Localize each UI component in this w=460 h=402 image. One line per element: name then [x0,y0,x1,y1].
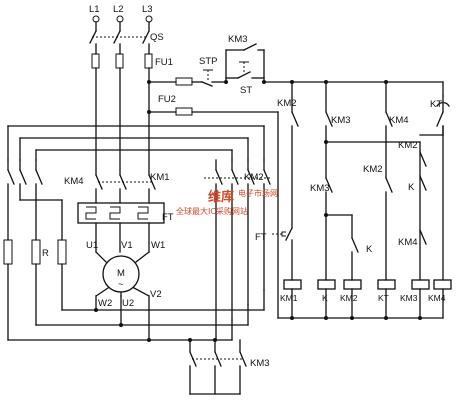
bypass-frames [7,125,265,161]
lower-frames [7,289,265,353]
label-u1: U1 [86,240,98,251]
label-ctl-kt: KT [430,99,442,110]
label-l3: L3 [142,4,153,15]
label-w1: W1 [151,240,165,251]
label-u2: U2 [122,298,134,309]
supply-terminals: L1 L2 L3 [89,4,153,23]
watermark-site: 电子市场网 [238,188,278,198]
label-st: ST [240,85,252,96]
label-ctl-km2c: KM2 [363,164,383,175]
coil-kt: KT [378,293,389,303]
label-ft-relay: FT [162,212,174,223]
watermark-main: 维库 [208,189,234,205]
resistors-r: R [3,199,67,341]
main-contacts: KM4 KM1 KM2 [7,159,271,341]
watermark-logo: 维库 电子市场网 全球最大IC采购网站 [176,188,278,216]
label-ctl-k: K [366,244,373,255]
coil-km3: KM3 [400,293,418,303]
label-ctl-ft: FT [255,232,267,243]
label-l1: L1 [89,4,100,15]
label-r: R [42,248,49,259]
motor-sub-label: ~ [118,279,124,290]
thermal-relay-ft: FT [77,202,174,224]
control-circuit: KM2 FT KM3 KM3 K KM4 KM2 [255,80,450,281]
coils-row: KM1 K KM2 KT KM3 KM4 [277,279,452,320]
coil-km1: KM1 [280,293,298,303]
coil-k: K [322,293,328,303]
label-qs: QS [150,32,164,43]
label-ctl-km2b: KM2 [398,140,418,151]
label-fu2: FU2 [158,94,176,105]
label-km1-main: KM1 [150,172,170,183]
km3-star-contacts: KM3 [189,351,270,395]
label-stp: STP [199,56,217,67]
label-ctl-km3b: KM3 [310,183,330,194]
label-ctl-km4b: KM4 [398,237,418,248]
label-v1: V1 [121,240,133,251]
coil-km4: KM4 [428,293,446,303]
label-ctl-km4: KM4 [389,115,409,126]
label-fu1: FU1 [155,57,173,68]
qs-switch: QS [89,21,164,55]
label-ctl-km2: KM2 [277,98,297,109]
coil-km2: KM2 [340,293,358,303]
label-km2-main: KM2 [244,172,264,183]
label-ctl-k2: K [408,182,415,193]
label-km4-main: KM4 [64,176,84,187]
label-km3-bottom: KM3 [250,358,270,369]
label-v2: V2 [150,289,162,300]
label-w2: W2 [98,298,112,309]
motor: U1 V1 W1 M ~ W2 U2 V2 [86,240,165,341]
label-km3-hold: KM3 [228,34,248,45]
watermark-sub: 全球最大IC采购网站 [176,206,248,216]
motor-label: M [117,268,125,279]
fu1-fuses: FU1 [91,53,173,69]
label-l2: L2 [113,4,124,15]
control-supply: STP ST KM3 FU2 [147,34,444,319]
label-ctl-km3: KM3 [331,115,351,126]
